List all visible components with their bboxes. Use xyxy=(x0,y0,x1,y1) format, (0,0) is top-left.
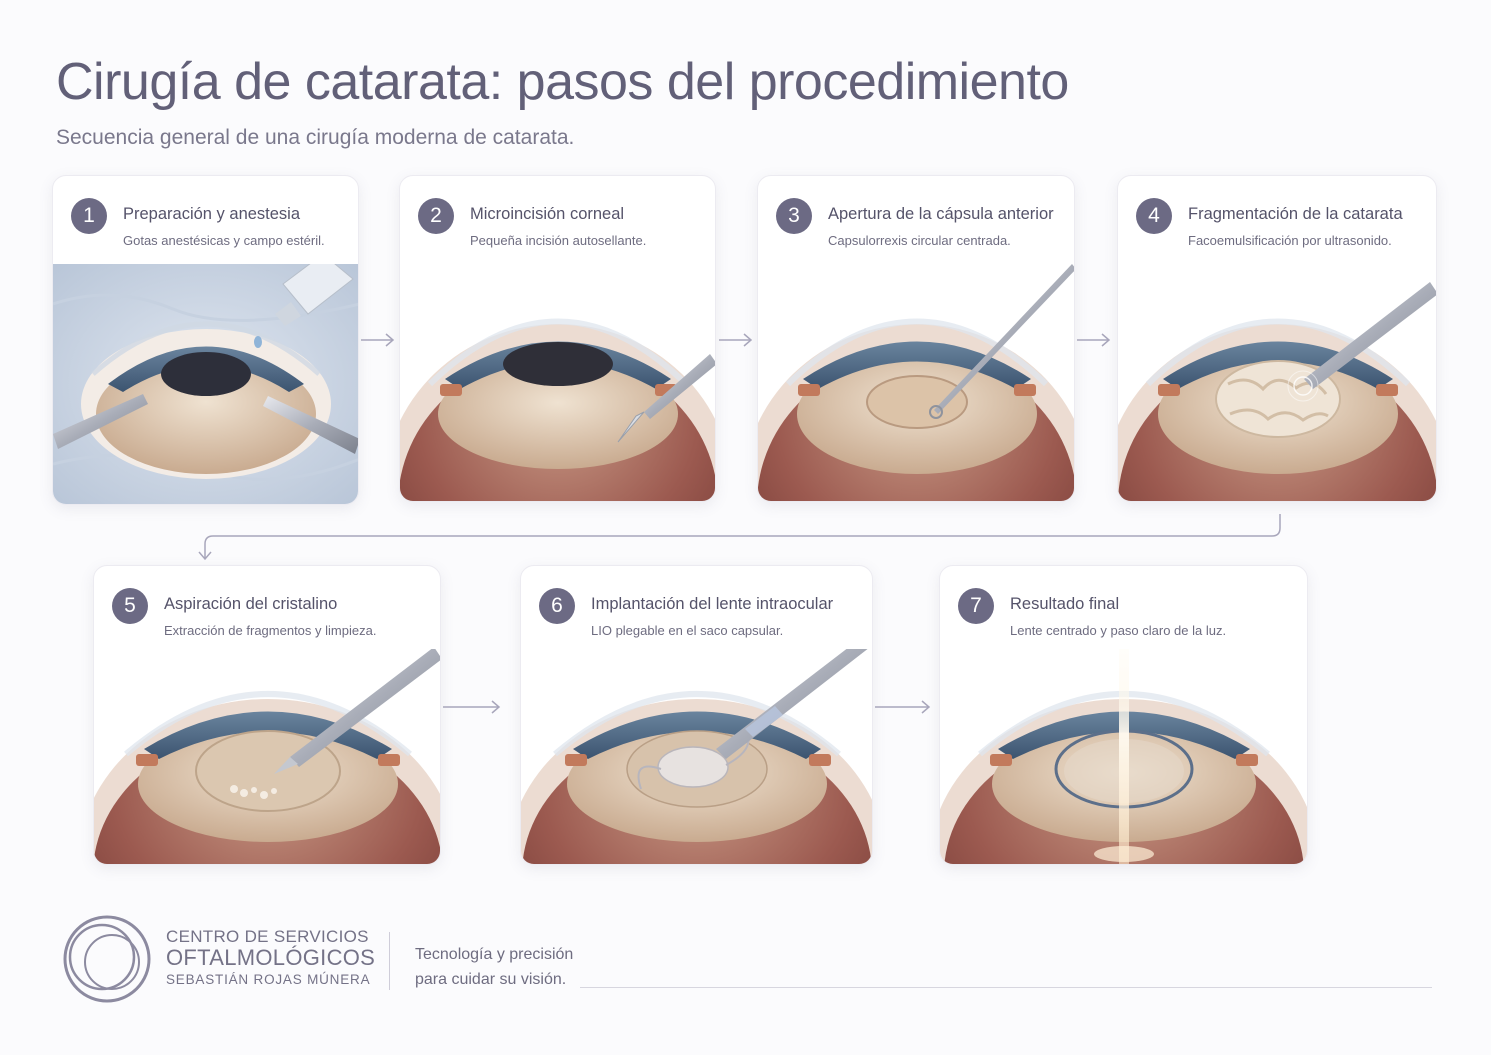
tagline-line-2: para cuidar su visión. xyxy=(415,971,567,988)
step-card-6: 6 Implantación del lente intraocular LIO… xyxy=(520,565,873,865)
iol-implantation-illustration xyxy=(521,649,872,864)
footer-rule xyxy=(580,987,1432,988)
brand-line-3: SEBASTIÁN ROJAS MÚNERA xyxy=(166,971,371,987)
step-card-3: 3 Apertura de la cápsula anterior Capsul… xyxy=(757,175,1075,502)
step-title-3: Apertura de la cápsula anterior xyxy=(828,205,1054,223)
phacoemulsification-illustration xyxy=(1118,282,1436,501)
step-title-6: Implantación del lente intraocular xyxy=(591,595,834,613)
step-card-1: 1 Preparación y anestesia Gotas anestési… xyxy=(52,175,359,505)
step-number-4: 4 xyxy=(1136,198,1172,234)
step-description-7: Lente centrado y paso claro de la luz. xyxy=(1010,623,1227,638)
brand-name: CENTRO DE SERVICIOS OFTALMOLÓGICOS SEBAS… xyxy=(166,928,375,987)
arrow-6-to-7 xyxy=(875,700,931,714)
lens-aspiration-illustration xyxy=(94,649,440,864)
step-title-7: Resultado final xyxy=(1010,595,1120,613)
step-description-4: Facoemulsificación por ultrasonido. xyxy=(1188,233,1392,248)
step-title-2: Microincisión corneal xyxy=(470,205,625,223)
step-title-1: Preparación y anestesia xyxy=(123,205,301,223)
step-number-6: 6 xyxy=(539,588,575,624)
step-description-5: Extracción de fragmentos y limpieza. xyxy=(164,623,377,638)
corneal-incision-illustration xyxy=(400,318,715,501)
logo-rings-icon xyxy=(63,915,151,1003)
eye-drape-illustration xyxy=(53,264,358,504)
step-card-4: 4 Fragmentación de la catarata Facoemuls… xyxy=(1117,175,1437,502)
final-result-illustration xyxy=(940,649,1307,864)
arrow-2-to-3 xyxy=(719,333,753,347)
step-description-2: Pequeña incisión autosellante. xyxy=(470,233,647,248)
step-title-5: Aspiración del cristalino xyxy=(164,595,338,613)
step-description-3: Capsulorrexis circular centrada. xyxy=(828,233,1011,248)
arrow-3-to-4 xyxy=(1077,333,1111,347)
step-number-2: 2 xyxy=(418,198,454,234)
tagline-line-1: Tecnología y precisión xyxy=(415,946,574,963)
footer-tagline: Tecnología y precisión para cuidar su vi… xyxy=(415,942,573,992)
step-description-6: LIO plegable en el saco capsular. xyxy=(591,623,784,638)
step-number-7: 7 xyxy=(958,588,994,624)
arrow-4-to-5 xyxy=(198,514,1281,561)
brand-line-2: OFTALMOLÓGICOS xyxy=(166,944,376,970)
brand-line-1: CENTRO DE SERVICIOS xyxy=(166,927,369,946)
arrow-1-to-2 xyxy=(361,333,395,347)
step-description-1: Gotas anestésicas y campo estéril. xyxy=(123,233,325,248)
page-title: Cirugía de catarata: pasos del procedimi… xyxy=(56,53,1069,111)
step-title-4: Fragmentación de la catarata xyxy=(1188,205,1403,223)
arrow-5-to-6 xyxy=(443,700,501,714)
step-number-3: 3 xyxy=(776,198,812,234)
step-card-5: 5 Aspiración del cristalino Extracción d… xyxy=(93,565,441,865)
step-card-7: 7 Resultado final Lente centrado y paso … xyxy=(939,565,1308,865)
capsulorhexis-illustration xyxy=(758,264,1074,501)
footer-divider xyxy=(389,932,390,990)
step-number-5: 5 xyxy=(112,588,148,624)
step-number-1: 1 xyxy=(71,198,107,234)
step-card-2: 2 Microincisión corneal Pequeña incisión… xyxy=(399,175,716,502)
page-subtitle: Secuencia general de una cirugía moderna… xyxy=(56,126,575,149)
